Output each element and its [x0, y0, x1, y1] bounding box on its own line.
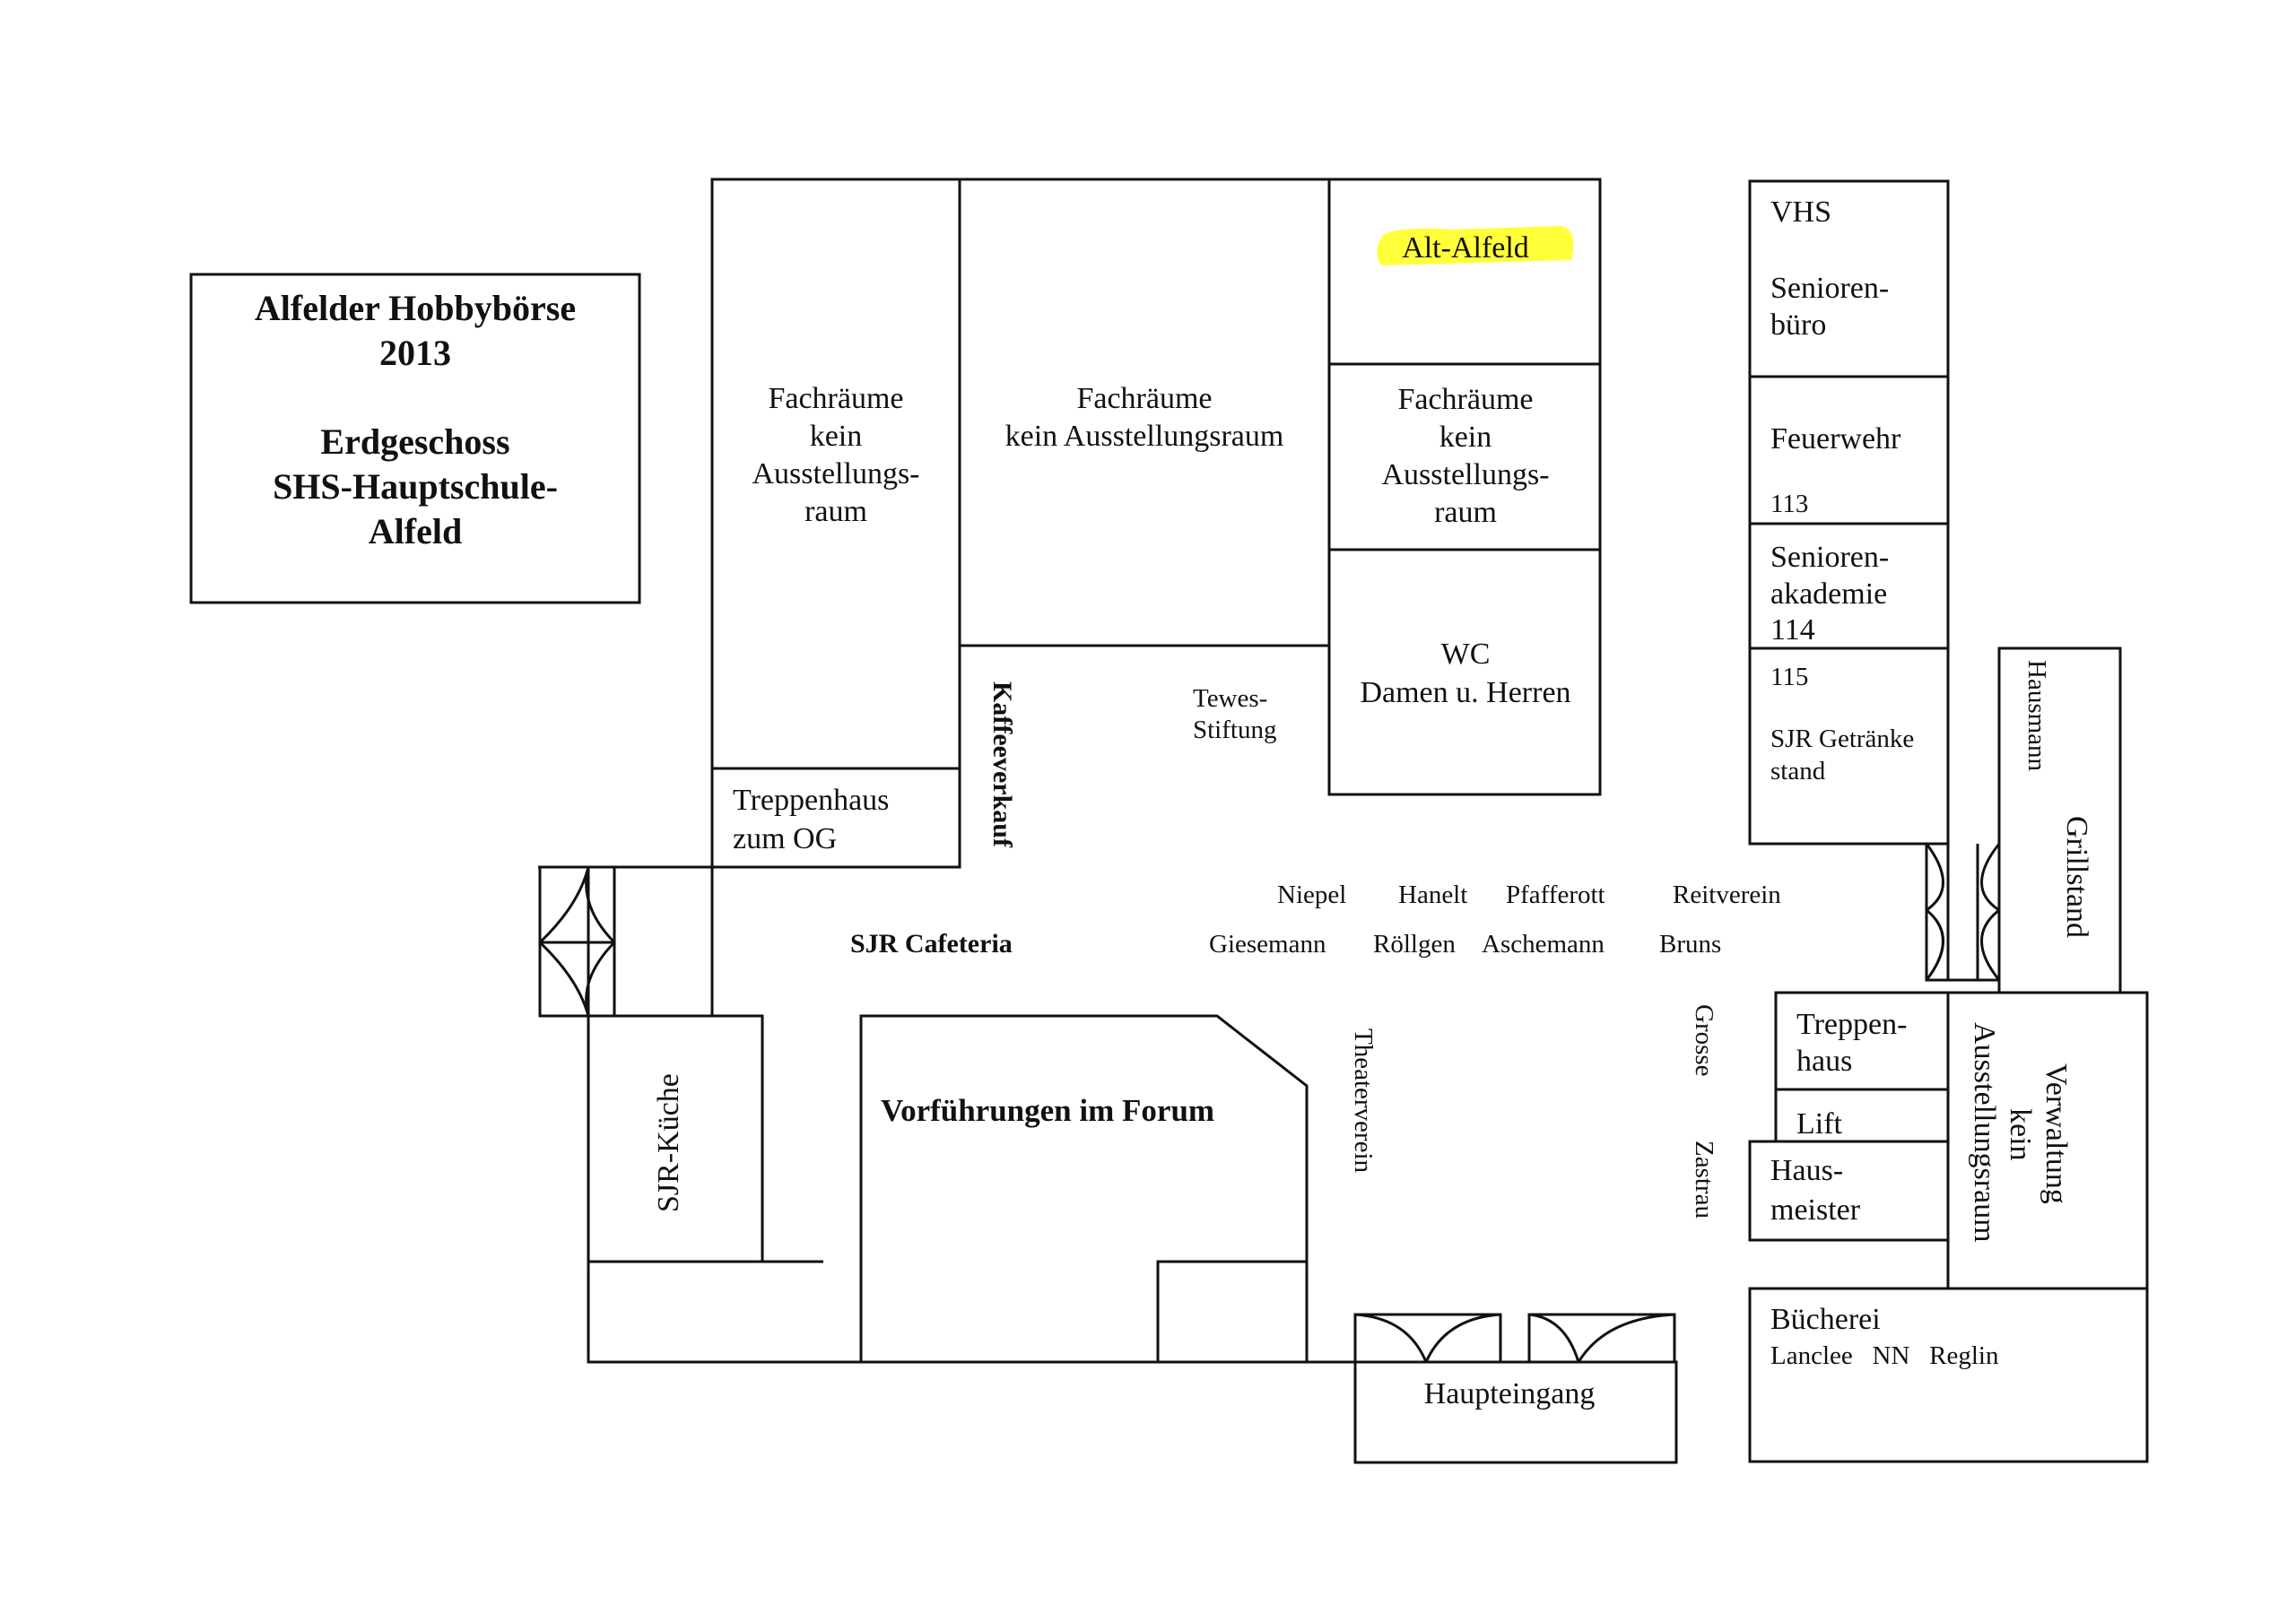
treppenhaus-line-1: Treppen- — [1796, 1008, 1907, 1041]
forum-label: Vorführungen im Forum — [881, 1093, 1214, 1128]
room-labels: Fachräume kein Ausstellungs- raum Fachrä… — [652, 195, 2093, 1410]
room-113-label: 113 — [1770, 490, 1808, 518]
wall-haupteingang — [1353, 1360, 1678, 1464]
title-box: Alfelder Hobbybörse 2013 Erdgeschoss SHS… — [189, 273, 641, 604]
treppenhaus-line-2: haus — [1796, 1045, 1852, 1078]
fachraeume-left-line-4: raum — [804, 495, 867, 528]
alt-alfeld-label: Alt-Alfeld — [1402, 231, 1529, 265]
treppenhaus-og-line-1: Treppenhaus — [733, 784, 889, 817]
wall-right-column — [1327, 178, 1602, 796]
theaterverein-label: Theaterverein — [1349, 1028, 1378, 1174]
door-right — [1925, 843, 2001, 982]
fachraeume-center-line-1: Fachräume — [1076, 382, 1212, 415]
giesemann-label: Giesemann — [1209, 930, 1326, 959]
door-haupteingang — [1353, 1313, 1676, 1363]
alt-alfeld-highlight — [1377, 226, 1574, 265]
grillstand-label: Grillstand — [2060, 816, 2093, 938]
wc-line-2: Damen u. Herren — [1360, 676, 1570, 709]
seniorenakademie-line-3: 114 — [1770, 613, 1815, 646]
zastrau-label: Zastrau — [1690, 1141, 1718, 1219]
title-line-5: Alfeld — [369, 511, 462, 551]
fachraeume-center-line-2: kein Ausstellungsraum — [1005, 420, 1284, 453]
title-line-2: 2013 — [379, 333, 451, 373]
title-line-4: SHS-Hauptschule- — [273, 466, 558, 507]
feuerwehr-label: Feuerwehr — [1770, 422, 1901, 456]
vhs-label: VHS — [1770, 195, 1831, 229]
hanelt-label: Hanelt — [1398, 881, 1467, 909]
fachraeume-left-line-2: kein — [810, 420, 863, 453]
wall-sjr-kueche — [587, 1014, 764, 1263]
wall-vhs-column — [1748, 179, 1950, 846]
fachraeume-right-line-4: raum — [1434, 496, 1497, 529]
lift-label: Lift — [1796, 1107, 1843, 1141]
title-line-1: Alfelder Hobbybörse — [255, 288, 576, 328]
hausmeister-line-1: Haus- — [1770, 1154, 1843, 1187]
haupteingang-label: Haupteingang — [1424, 1377, 1596, 1410]
fachraeume-left-line-1: Fachräume — [768, 382, 903, 415]
reitverein-label: Reitverein — [1673, 881, 1781, 909]
door-left — [538, 866, 616, 1018]
roellgen-label: Röllgen — [1373, 930, 1456, 959]
fachraeume-right-line-2: kein — [1439, 421, 1492, 454]
hausmann-label: Hausmann — [2022, 660, 2051, 772]
buecherei-names: Lanclee NN Reglin — [1770, 1341, 1999, 1370]
kaffeeverkauf-label: Kaffeeverkauf — [987, 681, 1017, 848]
sjr-getraenke-line-2: stand — [1770, 757, 1826, 785]
verwaltung-line-1: Verwaltung — [2039, 1063, 2073, 1204]
wall-buecherei — [1748, 1287, 2149, 1463]
walls — [538, 178, 2149, 1464]
bruns-label: Bruns — [1659, 930, 1721, 959]
buecherei-label: Bücherei — [1770, 1303, 1881, 1336]
verwaltung-line-2: kein — [2004, 1108, 2037, 1161]
sjr-cafeteria-label: SJR Cafeteria — [850, 929, 1013, 959]
sjr-kueche-label: SJR-Küche — [652, 1073, 685, 1212]
title-line-3: Erdgeschoss — [320, 421, 509, 462]
wall-forum-inner — [1156, 1260, 1307, 1362]
grosse-label: Grosse — [1690, 1004, 1718, 1077]
seniorenbuero-line-2: büro — [1770, 308, 1826, 342]
fachraeume-right-line-3: Ausstellungs- — [1382, 458, 1550, 491]
pfafferott-label: Pfafferott — [1506, 881, 1605, 909]
niepel-label: Niepel — [1277, 881, 1346, 909]
hausmeister-line-2: meister — [1770, 1193, 1861, 1227]
fachraeume-right-line-1: Fachräume — [1397, 383, 1533, 416]
seniorenbuero-line-1: Senioren- — [1770, 272, 1889, 305]
title-box-frame — [189, 273, 641, 604]
wall-forum — [859, 1014, 1309, 1362]
tewes-line-1: Tewes- — [1193, 684, 1267, 713]
aschemann-label: Aschemann — [1482, 930, 1605, 959]
hall-labels: Kaffeeverkauf Tewes- Stiftung SJR Cafete… — [850, 681, 1781, 1219]
doors — [538, 843, 2001, 1363]
room-115-label: 115 — [1770, 663, 1808, 691]
wall-bottom-strip — [587, 1262, 1307, 1364]
seniorenakademie-line-2: akademie — [1770, 577, 1887, 611]
sjr-getraenke-line-1: SJR Getränke — [1770, 725, 1914, 753]
wall-hausmann-grillstand — [1997, 646, 2122, 994]
seniorenakademie-line-1: Senioren- — [1770, 541, 1889, 574]
fachraeume-left-line-3: Ausstellungs- — [752, 457, 920, 490]
tewes-line-2: Stiftung — [1193, 716, 1276, 744]
wc-line-1: WC — [1441, 638, 1491, 671]
treppenhaus-og-line-2: zum OG — [733, 822, 837, 855]
verwaltung-line-3: Ausstellungsraum — [1968, 1022, 2001, 1243]
